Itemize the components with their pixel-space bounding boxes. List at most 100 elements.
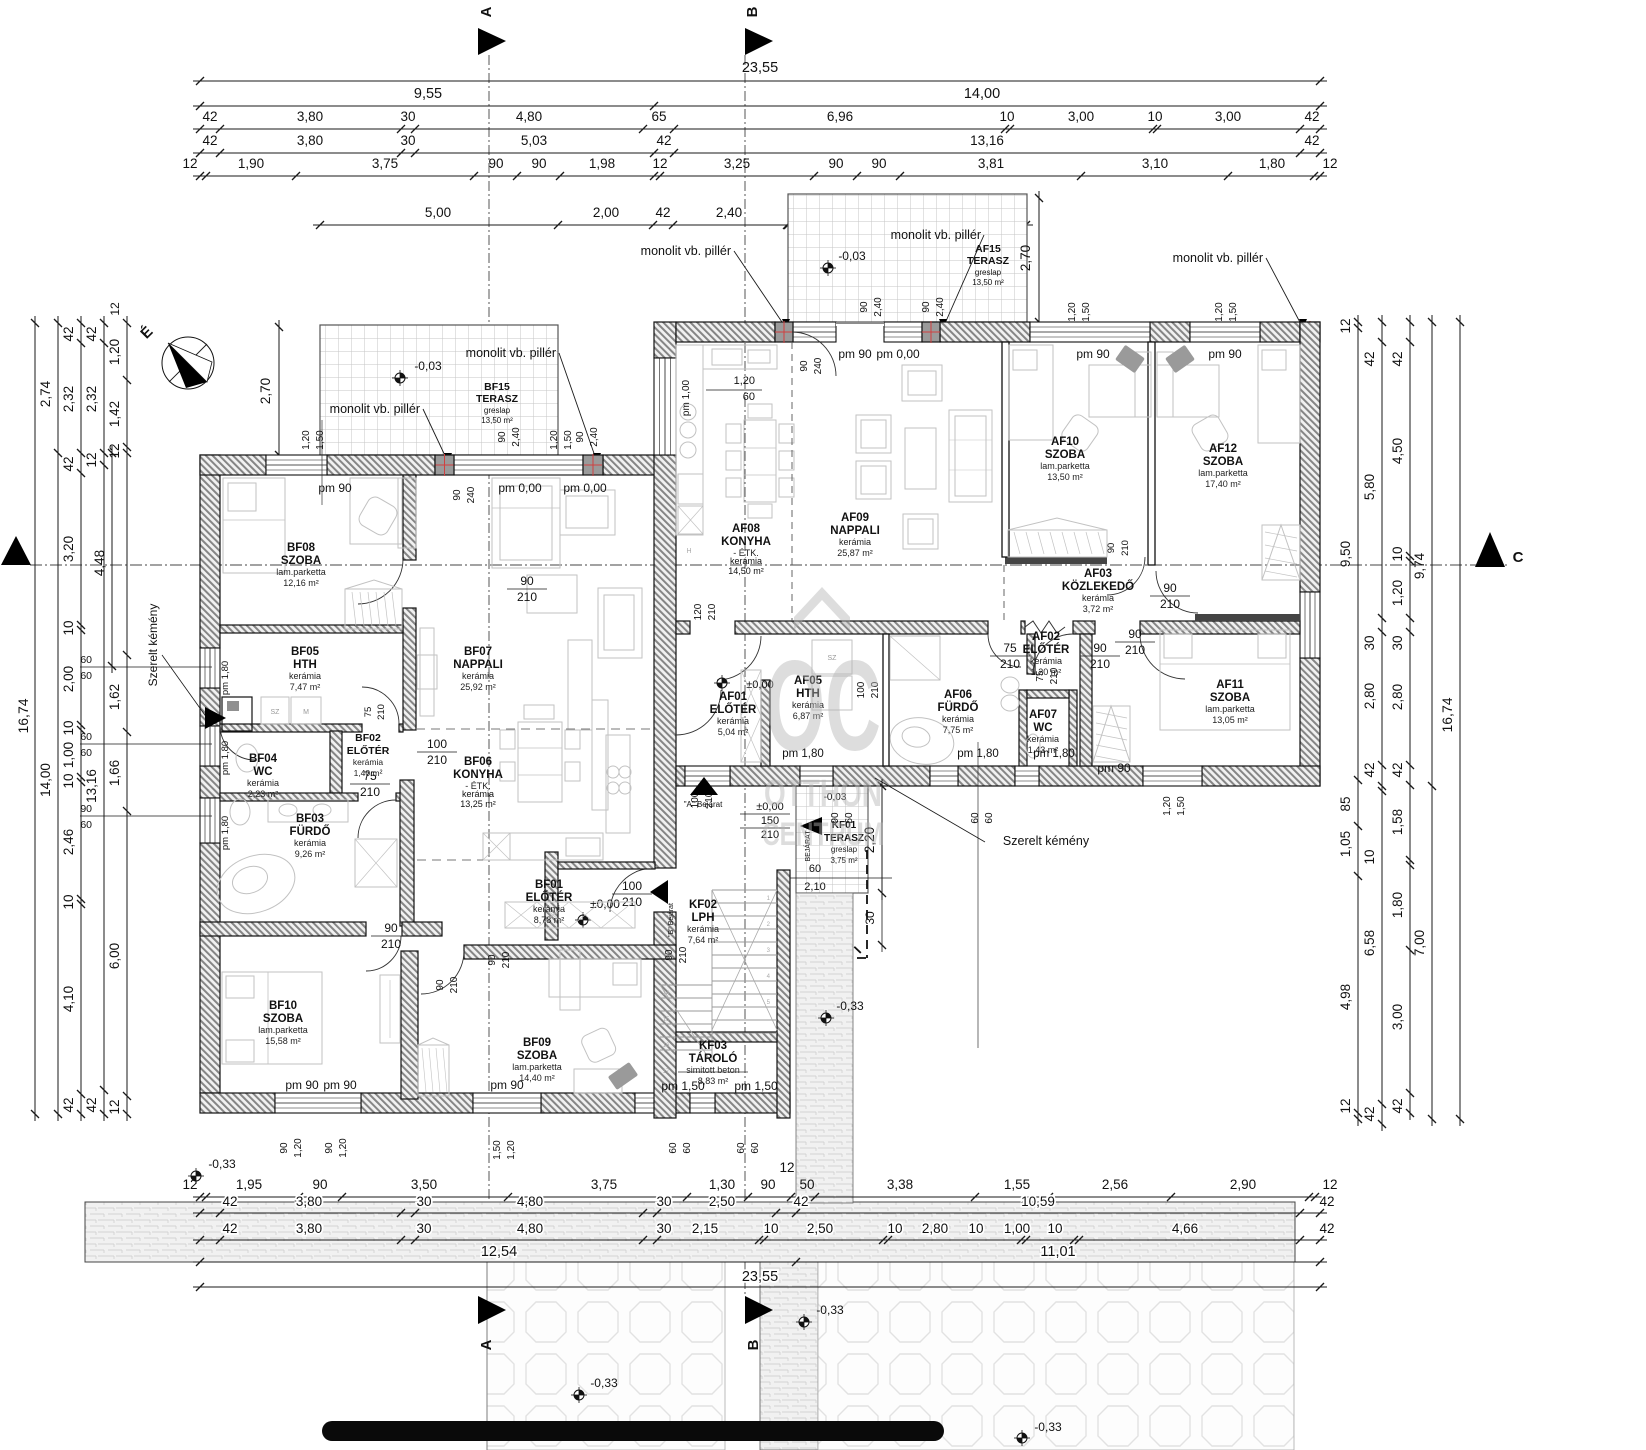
svg-text:6,58: 6,58 bbox=[1362, 930, 1377, 956]
svg-text:-0,33: -0,33 bbox=[208, 1157, 236, 1171]
svg-text:AF02: AF02 bbox=[1032, 631, 1060, 643]
svg-text:100: 100 bbox=[856, 681, 867, 698]
svg-text:2,15: 2,15 bbox=[692, 1221, 718, 1236]
svg-text:90: 90 bbox=[1093, 641, 1107, 655]
svg-text:A: A bbox=[478, 1339, 495, 1350]
svg-text:30: 30 bbox=[863, 911, 877, 925]
svg-text:42: 42 bbox=[793, 1194, 808, 1209]
svg-text:kerámia: kerámia bbox=[1030, 656, 1062, 666]
svg-text:2,80: 2,80 bbox=[1390, 684, 1405, 710]
svg-text:2,20: 2,20 bbox=[862, 827, 877, 853]
svg-text:12: 12 bbox=[1338, 1098, 1353, 1113]
svg-text:10: 10 bbox=[61, 620, 76, 635]
svg-text:42: 42 bbox=[61, 1097, 76, 1112]
svg-text:pm 90: pm 90 bbox=[318, 481, 352, 495]
svg-text:NAPPALI: NAPPALI bbox=[830, 525, 880, 537]
svg-text:B: B bbox=[744, 6, 761, 17]
svg-text:90: 90 bbox=[799, 360, 810, 372]
svg-text:42: 42 bbox=[1304, 133, 1319, 148]
svg-text:kerámia: kerámia bbox=[792, 700, 824, 710]
svg-text:pm 0,00: pm 0,00 bbox=[498, 481, 542, 495]
svg-text:1,66: 1,66 bbox=[107, 760, 122, 786]
svg-text:90: 90 bbox=[871, 156, 886, 171]
svg-text:3,72 m²: 3,72 m² bbox=[1083, 604, 1114, 614]
svg-text:kerámia: kerámia bbox=[462, 671, 494, 681]
svg-text:210: 210 bbox=[1090, 657, 1110, 671]
svg-text:7,64 m²: 7,64 m² bbox=[688, 935, 719, 945]
svg-text:60: 60 bbox=[668, 1142, 679, 1154]
svg-text:60: 60 bbox=[80, 747, 92, 759]
svg-text:kerámia: kerámia bbox=[294, 838, 326, 848]
svg-text:100: 100 bbox=[690, 791, 701, 808]
svg-text:A: A bbox=[478, 6, 495, 17]
svg-text:1,90: 1,90 bbox=[238, 156, 264, 171]
svg-text:60: 60 bbox=[984, 812, 995, 824]
svg-text:3,10: 3,10 bbox=[1142, 156, 1168, 171]
svg-text:210: 210 bbox=[1125, 643, 1145, 657]
svg-text:simitott beton: simitott beton bbox=[686, 1065, 740, 1075]
svg-text:ELŐTÉR: ELŐTÉR bbox=[347, 744, 390, 757]
svg-text:AF15: AF15 bbox=[975, 243, 1001, 255]
svg-text:210: 210 bbox=[1160, 597, 1180, 611]
svg-text:42: 42 bbox=[656, 133, 671, 148]
svg-text:kerámia: kerámia bbox=[730, 556, 762, 566]
svg-text:210: 210 bbox=[449, 976, 460, 993]
svg-text:75: 75 bbox=[1035, 670, 1046, 682]
svg-text:14,40 m²: 14,40 m² bbox=[519, 1073, 555, 1083]
svg-text:2,50: 2,50 bbox=[807, 1221, 833, 1236]
svg-text:AF10: AF10 bbox=[1051, 436, 1079, 448]
svg-text:210: 210 bbox=[704, 791, 715, 808]
svg-text:10: 10 bbox=[999, 109, 1014, 124]
svg-text:FÜRDŐ: FÜRDŐ bbox=[290, 825, 331, 838]
svg-text:30: 30 bbox=[1362, 635, 1377, 650]
svg-text:kerámia: kerámia bbox=[353, 757, 384, 767]
svg-text:30: 30 bbox=[656, 1194, 671, 1209]
svg-text:1,00: 1,00 bbox=[61, 742, 76, 768]
svg-text:60: 60 bbox=[736, 1142, 747, 1154]
svg-text:90: 90 bbox=[1106, 543, 1117, 554]
svg-text:kerámia: kerámia bbox=[687, 924, 719, 934]
svg-text:greslap: greslap bbox=[831, 845, 858, 854]
svg-text:3,00: 3,00 bbox=[1215, 109, 1241, 124]
svg-text:-0,33: -0,33 bbox=[836, 999, 864, 1013]
svg-text:12: 12 bbox=[107, 443, 122, 458]
svg-text:13,25 m²: 13,25 m² bbox=[460, 799, 496, 809]
svg-text:BF04: BF04 bbox=[249, 753, 278, 765]
svg-text:monolit vb. pillér: monolit vb. pillér bbox=[1173, 251, 1263, 265]
svg-text:1,20: 1,20 bbox=[506, 1140, 517, 1160]
svg-text:10: 10 bbox=[1147, 109, 1162, 124]
svg-text:90: 90 bbox=[384, 921, 398, 935]
svg-text:2,90: 2,90 bbox=[1230, 1177, 1256, 1192]
svg-text:60: 60 bbox=[750, 1142, 761, 1154]
svg-text:KONYHA: KONYHA bbox=[453, 769, 503, 781]
svg-text:90: 90 bbox=[324, 1142, 335, 1154]
svg-text:17,40 m²: 17,40 m² bbox=[1205, 479, 1241, 489]
svg-text:KÖZLEKEDŐ: KÖZLEKEDŐ bbox=[1062, 580, 1134, 593]
svg-text:210: 210 bbox=[1000, 657, 1020, 671]
svg-text:1,20: 1,20 bbox=[1214, 302, 1225, 322]
svg-text:kerámia: kerámia bbox=[1027, 734, 1059, 744]
svg-text:CENTRUM: CENTRUM bbox=[762, 816, 884, 852]
svg-text:90: 90 bbox=[279, 1142, 290, 1154]
svg-text:1,20: 1,20 bbox=[1162, 796, 1173, 816]
svg-text:42: 42 bbox=[61, 326, 76, 341]
svg-text:9,55: 9,55 bbox=[414, 86, 442, 102]
svg-text:17: 17 bbox=[663, 1069, 670, 1075]
svg-text:-0,33: -0,33 bbox=[1034, 1420, 1062, 1434]
svg-text:lam.parketta: lam.parketta bbox=[1198, 468, 1248, 478]
svg-text:pm 90: pm 90 bbox=[1208, 347, 1242, 361]
svg-text:30: 30 bbox=[416, 1194, 431, 1209]
svg-text:WC: WC bbox=[253, 766, 272, 778]
svg-text:3,38: 3,38 bbox=[887, 1177, 913, 1192]
svg-text:-0,03: -0,03 bbox=[824, 792, 847, 803]
svg-text:pm 1,80: pm 1,80 bbox=[220, 816, 231, 850]
svg-text:12: 12 bbox=[1338, 318, 1353, 333]
svg-text:OC: OC bbox=[765, 635, 881, 778]
svg-text:42: 42 bbox=[1390, 351, 1405, 366]
svg-text:14: 14 bbox=[663, 991, 670, 997]
svg-text:3,80: 3,80 bbox=[297, 133, 323, 148]
svg-text:kerámia: kerámia bbox=[247, 778, 279, 788]
svg-text:1,40 m²: 1,40 m² bbox=[354, 768, 383, 778]
svg-text:2,40: 2,40 bbox=[589, 427, 600, 447]
svg-text:12: 12 bbox=[1322, 1177, 1337, 1192]
